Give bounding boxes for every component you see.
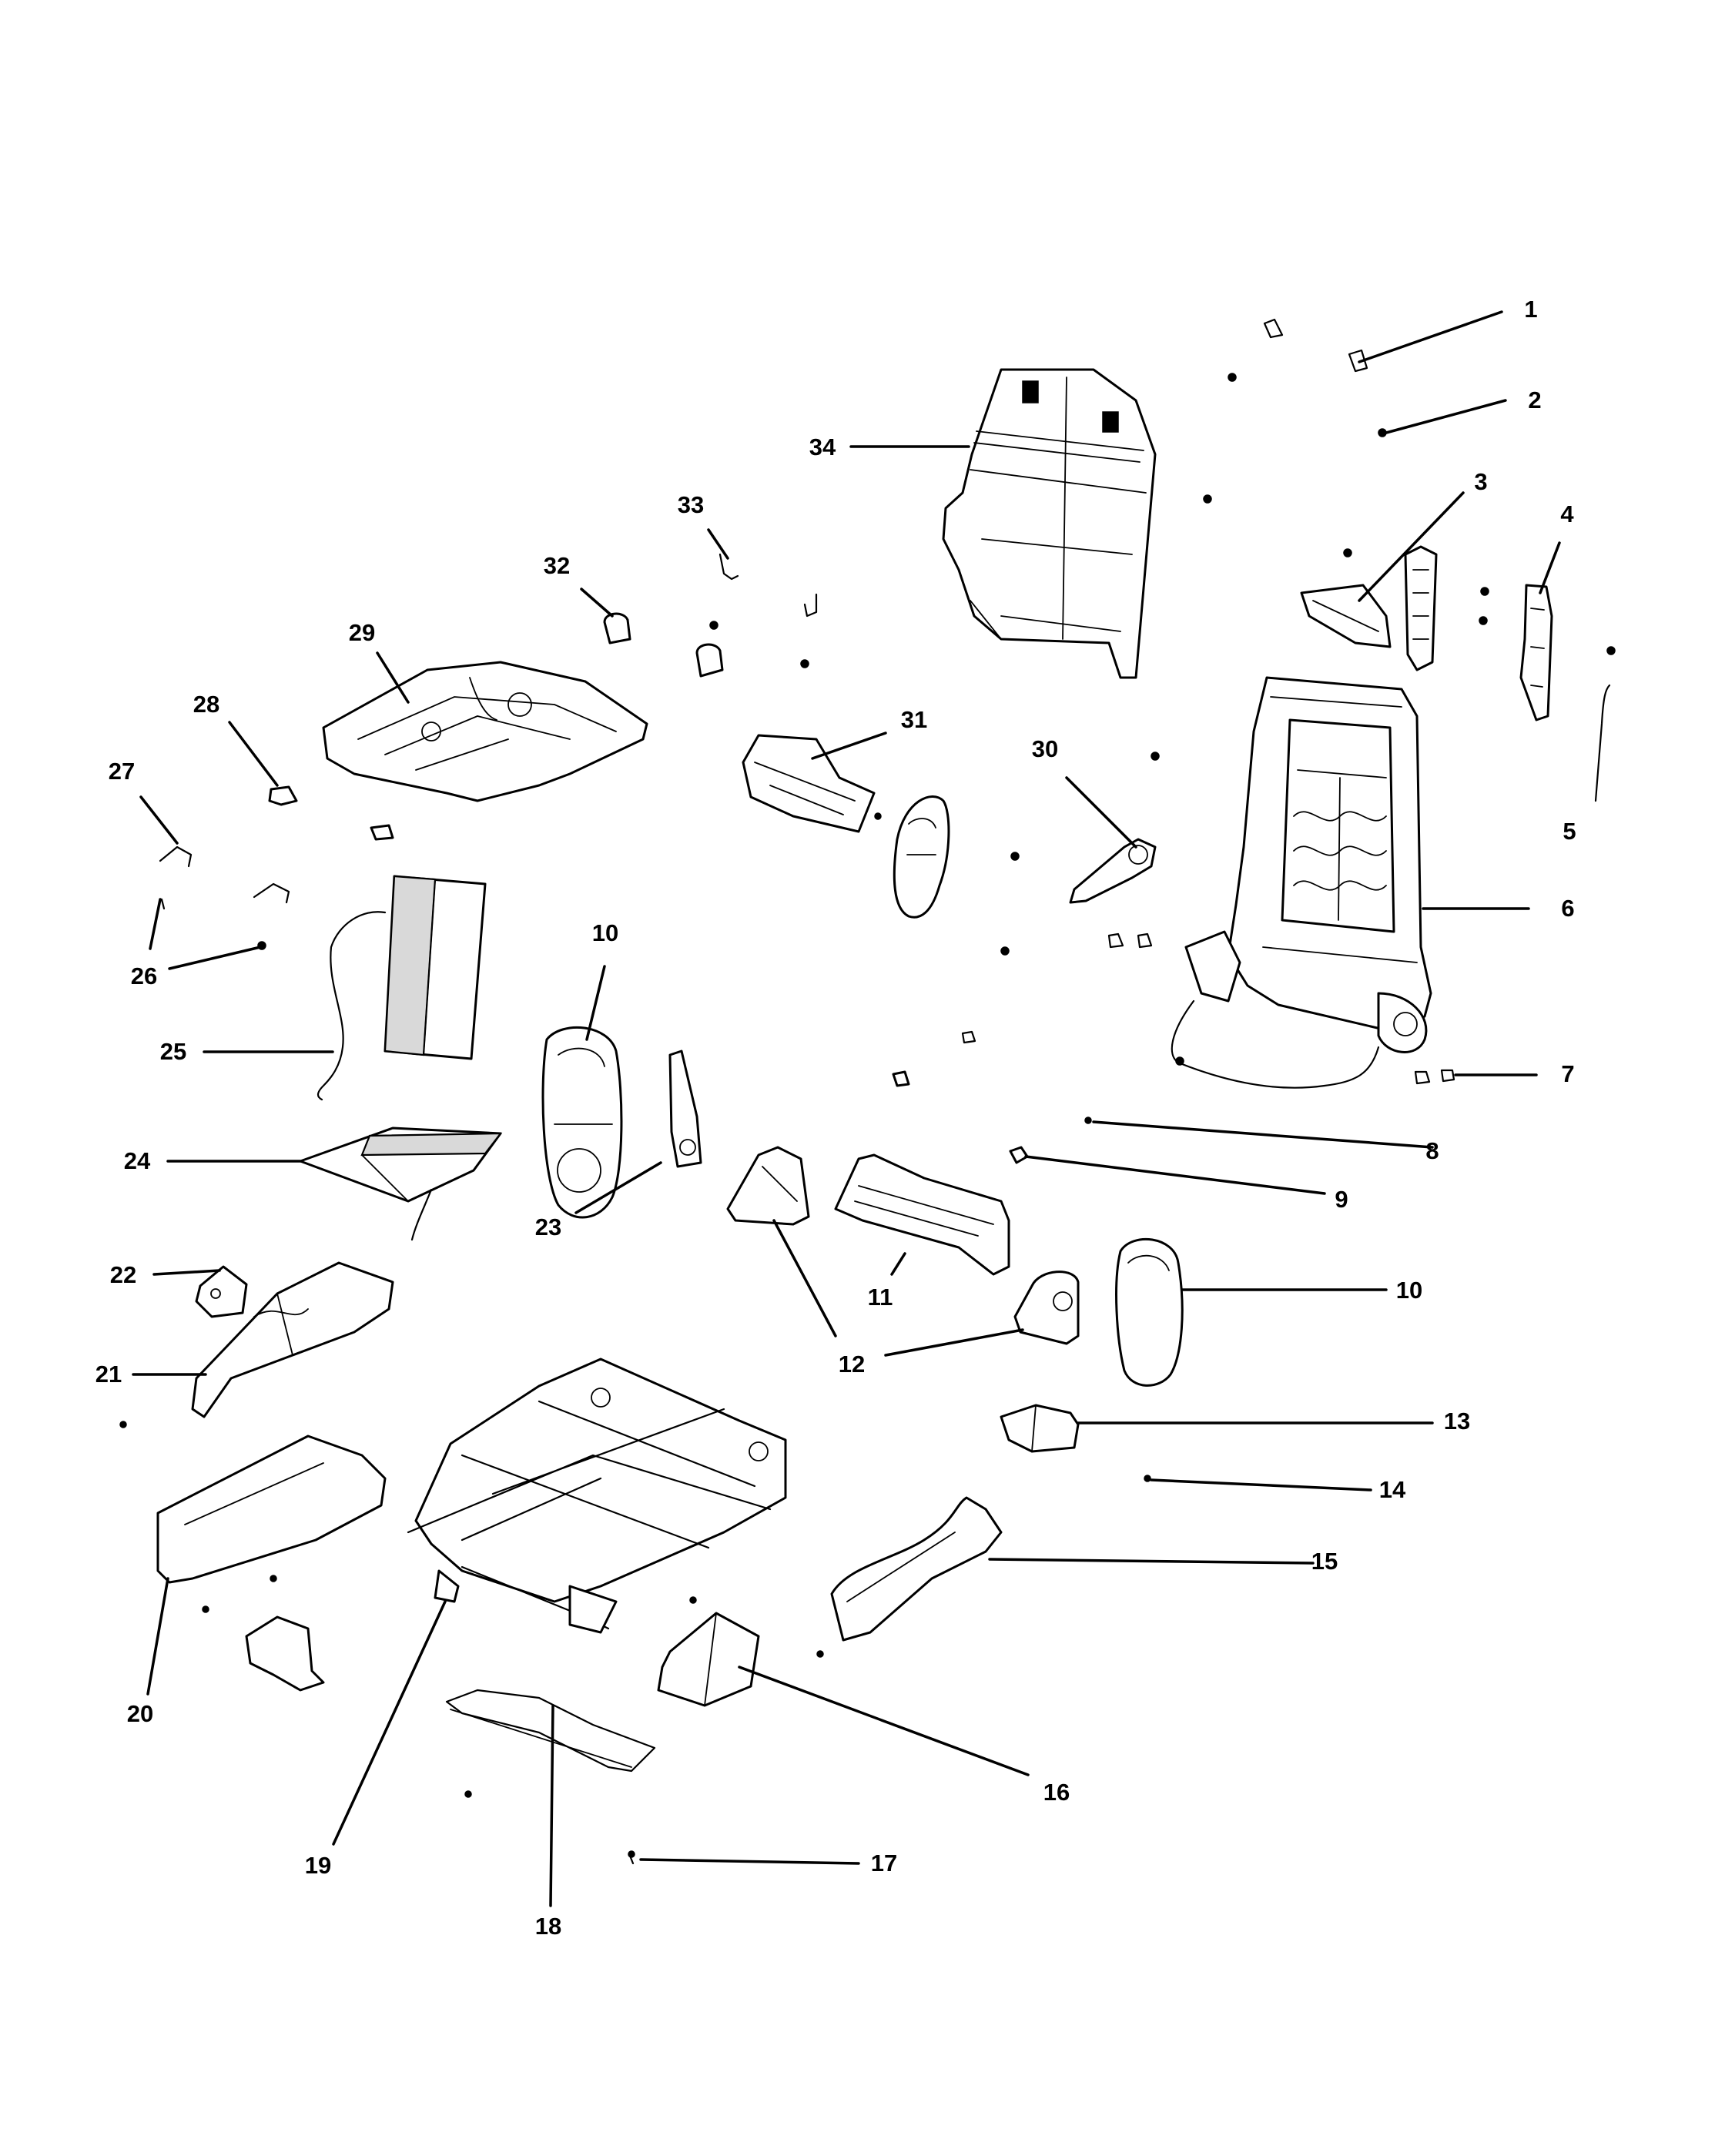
- part-25-seat-heater: [317, 875, 487, 1101]
- part-5-rod: [1594, 646, 1616, 802]
- part-22-bracket: [195, 1265, 248, 1318]
- part-26-bolt: [160, 898, 266, 950]
- callout-14: 14: [1379, 1476, 1406, 1503]
- part-16-bracket: [657, 1596, 760, 1707]
- part-32-bushing: [603, 612, 724, 678]
- part-33-hook: [709, 553, 818, 630]
- misc-fasteners: [800, 659, 1160, 1044]
- callout-labels: 1 2 3 4 5 6 7 8 9 10 10 11 12 13 14 15 1…: [95, 296, 1576, 1940]
- part-21-inner-trim: [191, 1261, 394, 1418]
- part-18-strap: [445, 1689, 656, 1798]
- callout-18: 18: [535, 1913, 561, 1940]
- part-14-screw: [1144, 1475, 1151, 1482]
- callout-26: 26: [131, 962, 157, 989]
- callout-23: 23: [535, 1214, 561, 1240]
- callout-33: 33: [678, 491, 704, 518]
- part-13-bracket: [1000, 1404, 1080, 1453]
- part-1-clip: [1203, 318, 1368, 504]
- callout-20: 20: [127, 1700, 153, 1727]
- part-24-heater-mat: [299, 1127, 503, 1241]
- part-23-cover: [668, 1050, 702, 1168]
- callout-31: 31: [901, 706, 927, 733]
- part-17-screw: [628, 1850, 635, 1865]
- part-6-seat-back-frame: [1171, 676, 1432, 1089]
- callout-2: 2: [1528, 387, 1541, 413]
- callout-12: 12: [839, 1351, 865, 1378]
- part-15-outer-trim: [816, 1496, 1003, 1658]
- part-10-side-shield-right: [1115, 1238, 1184, 1387]
- callout-10-left: 10: [592, 919, 618, 946]
- callout-11: 11: [868, 1284, 893, 1311]
- callout-1: 1: [1524, 296, 1537, 323]
- part-30-recliner-handle: [1069, 838, 1157, 904]
- part-12-bracket-upper: [726, 1146, 810, 1226]
- callout-21: 21: [95, 1361, 122, 1388]
- callout-8: 8: [1425, 1137, 1439, 1164]
- callout-10-right: 10: [1396, 1277, 1422, 1304]
- part-3-bracket: [1300, 548, 1392, 648]
- part-34-seat-back-panel: [942, 368, 1157, 679]
- part-28-clip: [268, 785, 394, 841]
- part-7-clips: [1414, 1069, 1455, 1085]
- part-31-bracket: [742, 734, 876, 833]
- part-27-bracket: [159, 845, 290, 904]
- part-4-trim-strip: [1519, 584, 1553, 721]
- part-11-rail-trim: [834, 1153, 1010, 1276]
- part-29-seat-cushion-pan: [322, 661, 648, 802]
- part-riser-bracket: [202, 1575, 325, 1692]
- callout-34: 34: [809, 434, 836, 460]
- callout-22: 22: [110, 1261, 136, 1288]
- part-9-nut: [892, 1070, 1029, 1164]
- callout-29: 29: [349, 619, 375, 646]
- callout-25: 25: [160, 1038, 186, 1065]
- callout-6: 6: [1561, 895, 1574, 922]
- callout-7: 7: [1561, 1060, 1574, 1087]
- callout-13: 13: [1444, 1408, 1470, 1435]
- part-side-shield-upper: [893, 795, 950, 919]
- callout-15: 15: [1311, 1548, 1338, 1575]
- part-20-rail-cover: [119, 1421, 387, 1584]
- callout-27: 27: [109, 758, 135, 785]
- part-10-side-shield-left: [541, 1026, 623, 1219]
- callout-9: 9: [1335, 1186, 1348, 1213]
- callout-4: 4: [1560, 500, 1574, 527]
- callout-28: 28: [193, 691, 219, 718]
- part-19-seat-track-frame: [407, 1358, 787, 1634]
- callout-19: 19: [305, 1852, 331, 1879]
- callout-32: 32: [544, 552, 570, 579]
- callout-30: 30: [1032, 735, 1058, 762]
- part-8-rod: [1084, 1116, 1092, 1124]
- callout-3: 3: [1474, 468, 1487, 495]
- part-12-bracket-lower: [1013, 1270, 1080, 1345]
- callout-16: 16: [1043, 1779, 1070, 1806]
- callout-24: 24: [124, 1147, 151, 1174]
- callout-17: 17: [871, 1850, 897, 1876]
- leader-lines: [132, 310, 1561, 1907]
- part-side-guide: [1404, 545, 1489, 671]
- callout-5: 5: [1563, 818, 1576, 845]
